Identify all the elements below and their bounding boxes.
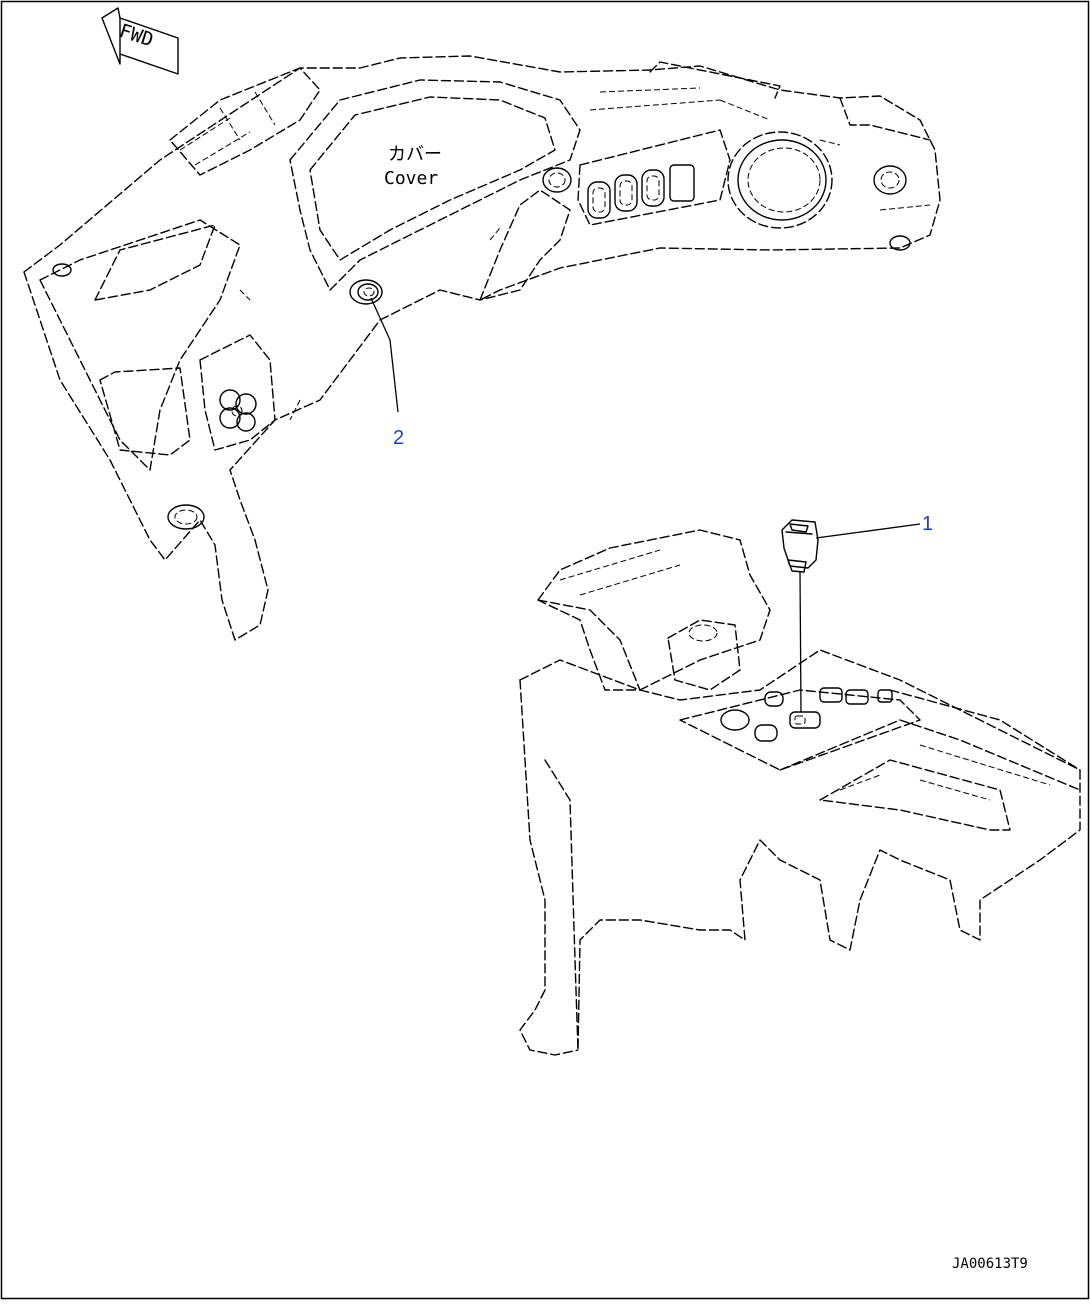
dashboard-panel bbox=[23, 55, 941, 641]
callout-1-number: 1 bbox=[922, 513, 933, 535]
switch-bank-center bbox=[577, 129, 731, 226]
callout-2-number: 2 bbox=[393, 427, 404, 449]
fwd-label: FWD bbox=[117, 20, 156, 52]
part-1-slot bbox=[789, 711, 821, 729]
cover-label-jp: カバー bbox=[388, 144, 442, 165]
part-2-switch bbox=[349, 279, 383, 305]
fwd-arrow-icon: FWD bbox=[101, 7, 179, 75]
round-gauge bbox=[727, 131, 833, 229]
part-1-switch bbox=[781, 519, 819, 573]
knob-right bbox=[873, 165, 907, 195]
drawing-code: JA00613T9 bbox=[952, 1256, 1028, 1272]
dial-small bbox=[720, 709, 750, 731]
cover-label-en: Cover bbox=[384, 168, 438, 189]
callout-1-leader bbox=[815, 523, 921, 539]
vent-cluster bbox=[199, 334, 276, 451]
cup-holder bbox=[167, 504, 205, 530]
side-console bbox=[519, 529, 1081, 1056]
callout-2-leader bbox=[370, 297, 399, 413]
part-1-install-line bbox=[799, 571, 802, 713]
knob-center bbox=[542, 167, 572, 193]
